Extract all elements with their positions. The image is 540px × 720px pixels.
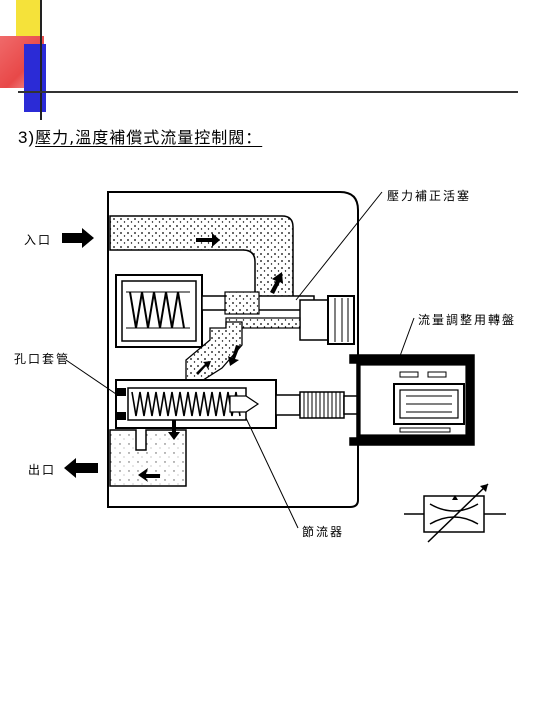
label-flow-dial: 流量調整用轉盤 [418,313,517,327]
compensator-assembly [115,272,315,348]
throttle-spring [131,391,241,417]
valve-symbol [404,483,506,543]
label-pressure-piston: 壓力補正活塞 [387,189,472,203]
slide-title: 3)壓力,溫度補償式流量控制閥： [18,124,262,148]
inlet-arrow [62,228,94,248]
flow-dial [349,354,475,446]
outlet-flow-arrow [138,468,160,482]
leader-orifice [65,359,117,395]
leader-dial [399,317,415,357]
orifice-sleeve [115,379,277,429]
outlet-chamber [109,429,187,487]
outlet-arrow [64,458,98,478]
middle-flow-arrow [228,345,240,366]
down-arrow [168,420,180,440]
label-orifice-sleeve: 孔口套管 [14,352,71,366]
label-inlet: 入口 [24,233,53,247]
leader-restrictor [245,417,299,529]
label-outlet: 出口 [28,463,57,477]
label-restrictor: 節流器 [302,525,345,539]
slide-title-text: 壓力,溫度補償式流量控制閥： [35,128,263,147]
decor-horizontal-line [18,91,518,93]
leader-piston [295,191,383,301]
slide-title-number: 3) [18,128,36,147]
decor-vertical-line [40,0,42,120]
pressure-piston [225,295,355,345]
inlet-flow-arrow [196,233,220,247]
small-arrow [196,361,211,375]
compensator-arrow [270,272,283,294]
compensator-spring [129,291,185,329]
throttle-cone [229,395,260,413]
